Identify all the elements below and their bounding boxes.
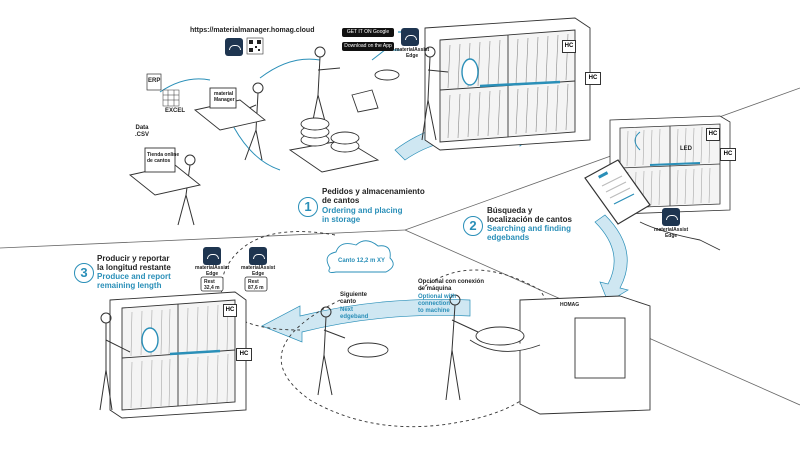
edgeband-roll-large	[461, 58, 479, 86]
flow-arrow-back	[261, 298, 471, 343]
next-edgeband-es: Siguiente canto	[340, 292, 368, 305]
scanner-device-middle: HC	[720, 148, 736, 161]
divider-line-left	[0, 229, 406, 249]
scanner-device-bottom: HC	[236, 348, 252, 361]
online-shop-screen-label: Tienda online de cantos	[147, 152, 180, 164]
homag-machine-logo: HOMAG	[560, 302, 580, 308]
connector-erp-manager	[159, 78, 211, 93]
step-3-number: 3	[74, 263, 94, 283]
storage-rack-slots-bottom	[130, 303, 229, 409]
app-store-badge[interactable]: Download on the App Store	[342, 42, 394, 58]
rack-logo-bottom: HC	[223, 304, 237, 317]
material-manager-app-icon	[225, 38, 243, 56]
rest-readout-devices	[200, 276, 268, 292]
rack-logo-large: HC	[562, 40, 576, 53]
material-manager-screen-label: material Manager	[214, 91, 235, 103]
rest-readout-1: Rest 32,4 m	[204, 279, 220, 291]
flow-arrow-to-produce	[594, 214, 629, 303]
tablet-device	[584, 159, 651, 225]
erp-box-icon	[146, 73, 162, 91]
optional-machine-en: Optional with connection to machine	[418, 294, 456, 314]
material-assist-app-icon-left	[203, 247, 221, 265]
material-assist-app-icon	[401, 28, 419, 46]
qr-code	[246, 37, 264, 55]
erp-label: ERP	[148, 78, 161, 84]
rack-logo-medium: HC	[706, 128, 720, 141]
material-assist-label-top: materialAssist Edge	[395, 47, 430, 59]
storage-rack-medium	[609, 115, 731, 215]
material-assist-label-left: materialAssist Edge	[195, 265, 230, 277]
connector-manager-worker	[259, 58, 321, 79]
edgebanding-machine	[347, 295, 651, 415]
google-play-badge[interactable]: GET IT ON Google Play	[342, 28, 394, 44]
next-edgeband-en: Next edgeband	[340, 307, 369, 320]
step-2-title-en: Searching and finding edgebands	[487, 224, 572, 242]
excel-label: EXCEL	[165, 108, 186, 114]
connector-order	[229, 119, 281, 171]
step-1-title-es: Pedidos y almacenamiento de cantos	[322, 187, 425, 205]
cloud-shape	[326, 240, 394, 273]
hand-outline	[639, 221, 721, 251]
data-csv-label: Data .CSV	[135, 125, 150, 138]
led-pointer	[634, 131, 641, 151]
step-3-title-es: Producir y reportar la longitud restante	[97, 254, 171, 272]
pallet-rolls	[288, 69, 400, 173]
material-assist-label-right: materialAssist Edge	[241, 265, 276, 277]
material-assist-app-icon-right	[249, 247, 267, 265]
step-1-title-en: Ordering and placing in storage	[322, 206, 403, 224]
scanner-device-top: HC	[585, 72, 601, 85]
divider-line-right	[404, 87, 800, 231]
led-label: LED	[680, 146, 692, 152]
led-strip-bottom	[169, 349, 221, 356]
material-assist-app-icon-middle	[662, 208, 680, 226]
cloud-edgeband-text: Canto 12,2 m XY	[338, 258, 386, 264]
step-1-number: 1	[298, 197, 318, 217]
excel-grid-icon	[162, 89, 180, 107]
step-2-title-es: Búsqueda y localización de cantos	[487, 206, 572, 224]
step-2-number: 2	[463, 216, 483, 236]
material-assist-label-middle: materialAssist Edge	[654, 227, 689, 239]
office-desks	[128, 87, 267, 196]
led-strip-medium	[649, 162, 701, 166]
edgeband-roll-bottom	[141, 327, 159, 353]
optional-machine-es: Opcional con conexión de máquina	[418, 279, 485, 292]
led-strip-large	[479, 80, 561, 88]
rest-readout-2: Rest 87,6 m	[248, 279, 264, 291]
material-manager-url[interactable]: https://materialmanager.homag.cloud	[190, 27, 315, 34]
step-3-title-en: Produce and report remaining length	[97, 272, 171, 290]
